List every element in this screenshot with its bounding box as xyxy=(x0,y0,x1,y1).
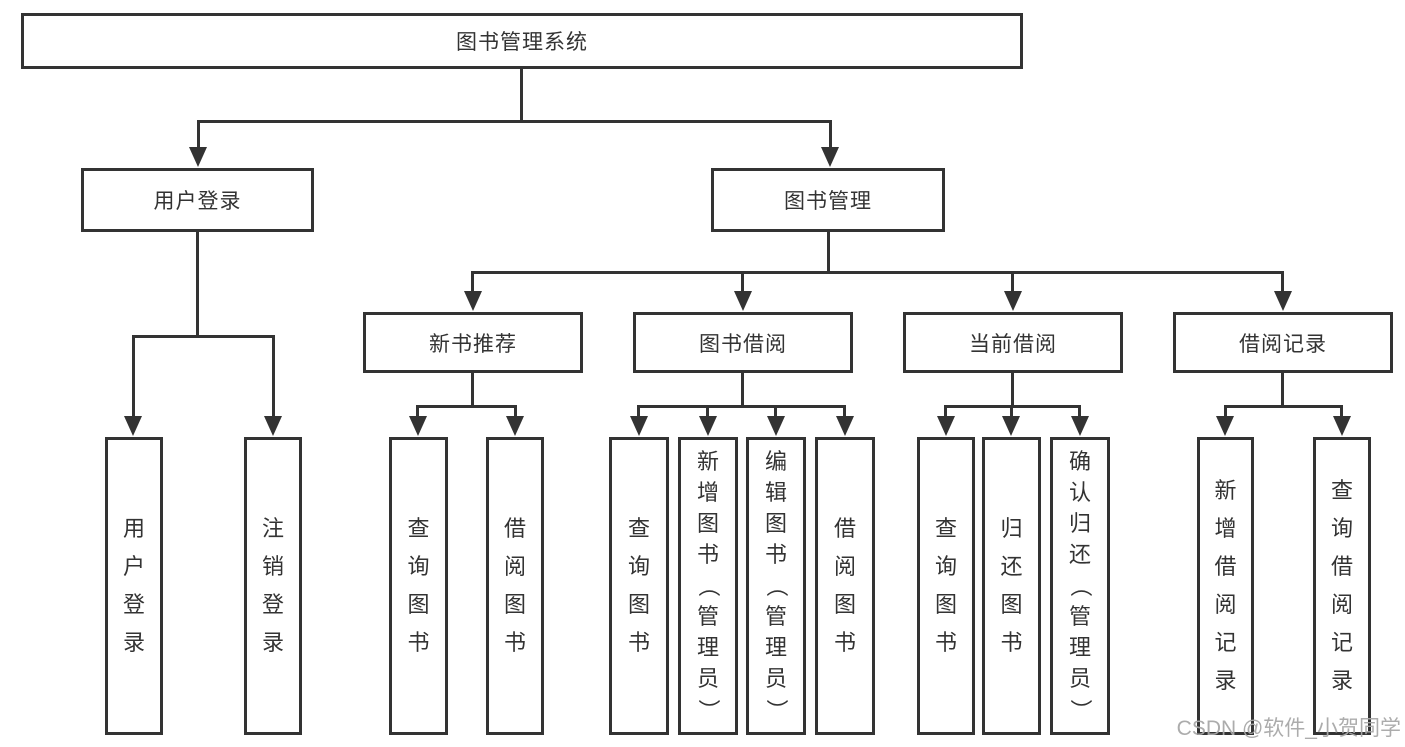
connector-book-management-stub xyxy=(827,232,830,271)
node-leaf-edit-books-admin-label: 编辑图书（管理员） xyxy=(763,449,789,722)
node-leaf-user-login-label: 用户登录 xyxy=(122,516,145,655)
connector-user-login-split xyxy=(132,335,274,338)
arrowhead-cur-query xyxy=(937,416,955,436)
connector-stem-user-login xyxy=(197,120,200,150)
arrowhead-current-borrow xyxy=(1004,291,1022,311)
node-new-book-recommend-label: 新书推荐 xyxy=(429,332,517,356)
connector-records-split xyxy=(1224,405,1343,408)
arrowhead-rec-query xyxy=(409,416,427,436)
node-leaf-confirm-return-admin: 确认归还（管理员） xyxy=(1050,437,1110,735)
arrowhead-bb-add xyxy=(699,416,717,436)
arrowhead-borrow-records xyxy=(1274,291,1292,311)
connector-recommend-stub xyxy=(471,373,474,405)
arrowhead-rec-add-record xyxy=(1216,416,1234,436)
node-library-management-system: 图书管理系统 xyxy=(21,13,1023,69)
arrowhead-cur-confirm xyxy=(1071,416,1089,436)
node-borrow-records: 借阅记录 xyxy=(1173,312,1393,373)
node-leaf-borrow-books-label: 借阅图书 xyxy=(833,516,856,655)
arrowhead-bb-query xyxy=(630,416,648,436)
node-leaf-query-borrow-record-label: 查询借阅记录 xyxy=(1330,478,1353,693)
arrowhead-bb-borrow xyxy=(836,416,854,436)
node-leaf-recommend-query-books: 查询图书 xyxy=(389,437,448,735)
node-borrow-records-label: 借阅记录 xyxy=(1239,332,1327,356)
node-user-login-label: 用户登录 xyxy=(153,190,242,213)
node-book-management-label: 图书管理 xyxy=(784,190,872,213)
connector-records-stub xyxy=(1281,373,1284,405)
node-leaf-add-borrow-record-label: 新增借阅记录 xyxy=(1214,478,1237,693)
connector-stem-rec-query xyxy=(416,405,419,418)
connector-recommend-split xyxy=(416,405,517,408)
connector-stem-current-borrow xyxy=(1011,271,1014,293)
connector-stem-leaf-logout xyxy=(272,335,275,417)
node-leaf-user-login: 用户登录 xyxy=(105,437,163,735)
node-leaf-recommend-borrow-books-label: 借阅图书 xyxy=(503,516,526,655)
arrowhead-book-management xyxy=(821,147,839,167)
node-leaf-query-borrow-record: 查询借阅记录 xyxy=(1313,437,1371,735)
arrowhead-user-login xyxy=(189,147,207,167)
arrowhead-new-book-recommend xyxy=(464,291,482,311)
node-leaf-logout: 注销登录 xyxy=(244,437,302,735)
node-leaf-edit-books-admin: 编辑图书（管理员） xyxy=(746,437,806,735)
connector-stem-rec-query-record xyxy=(1340,405,1343,418)
connector-stem-bb-borrow xyxy=(843,405,846,418)
connector-stem-cur-return xyxy=(1010,405,1013,418)
connector-borrow-stub xyxy=(741,373,744,405)
connector-stem-cur-confirm xyxy=(1078,405,1081,418)
node-leaf-current-query-books: 查询图书 xyxy=(917,437,975,735)
arrowhead-leaf-logout xyxy=(264,416,282,436)
node-leaf-return-books: 归还图书 xyxy=(982,437,1041,735)
connector-current-stub xyxy=(1011,373,1014,405)
connector-stem-leaf-user-login xyxy=(132,335,135,417)
arrowhead-rec-borrow xyxy=(506,416,524,436)
arrowhead-rec-query-record xyxy=(1333,416,1351,436)
node-current-borrow: 当前借阅 xyxy=(903,312,1123,373)
connector-stem-bb-edit xyxy=(774,405,777,418)
node-leaf-borrow-books: 借阅图书 xyxy=(815,437,875,735)
node-leaf-logout-label: 注销登录 xyxy=(261,516,284,655)
connector-user-login-stub xyxy=(196,232,199,335)
node-leaf-confirm-return-admin-label: 确认归还（管理员） xyxy=(1067,449,1093,722)
node-book-management: 图书管理 xyxy=(711,168,945,232)
connector-stem-rec-borrow xyxy=(514,405,517,418)
arrowhead-leaf-user-login xyxy=(124,416,142,436)
connector-stem-book-management xyxy=(829,120,832,150)
node-leaf-add-books-admin-label: 新增图书（管理员） xyxy=(695,449,721,722)
arrowhead-bb-edit xyxy=(767,416,785,436)
connector-root-stub xyxy=(520,69,523,120)
connector-stem-borrow-records xyxy=(1281,271,1284,293)
node-leaf-borrow-query-books: 查询图书 xyxy=(609,437,669,735)
connector-borrow-split xyxy=(637,405,846,408)
arrowhead-book-borrow xyxy=(734,291,752,311)
node-new-book-recommend: 新书推荐 xyxy=(363,312,583,373)
connector-level1-split xyxy=(197,120,832,123)
node-user-login: 用户登录 xyxy=(81,168,314,232)
node-leaf-add-borrow-record: 新增借阅记录 xyxy=(1197,437,1254,735)
node-leaf-recommend-borrow-books: 借阅图书 xyxy=(486,437,544,735)
node-leaf-borrow-query-books-label: 查询图书 xyxy=(627,516,650,655)
arrowhead-cur-return xyxy=(1002,416,1020,436)
connector-stem-bb-query xyxy=(637,405,640,418)
csdn-watermark: CSDN @软件_小贺同学 xyxy=(1176,717,1401,740)
node-leaf-add-books-admin: 新增图书（管理员） xyxy=(678,437,738,735)
node-book-borrow: 图书借阅 xyxy=(633,312,853,373)
node-current-borrow-label: 当前借阅 xyxy=(969,332,1057,356)
connector-stem-cur-query xyxy=(944,405,947,418)
connector-stem-book-borrow xyxy=(741,271,744,293)
node-leaf-current-query-books-label: 查询图书 xyxy=(934,516,957,655)
node-book-borrow-label: 图书借阅 xyxy=(699,332,787,356)
node-leaf-recommend-query-books-label: 查询图书 xyxy=(407,516,430,655)
node-library-management-system-label: 图书管理系统 xyxy=(456,31,588,54)
connector-level3-split xyxy=(471,271,1284,274)
node-leaf-return-books-label: 归还图书 xyxy=(1000,516,1023,655)
connector-stem-rec-add-record xyxy=(1224,405,1227,418)
connector-stem-new-book-recommend xyxy=(471,271,474,293)
connector-stem-bb-add xyxy=(706,405,709,418)
